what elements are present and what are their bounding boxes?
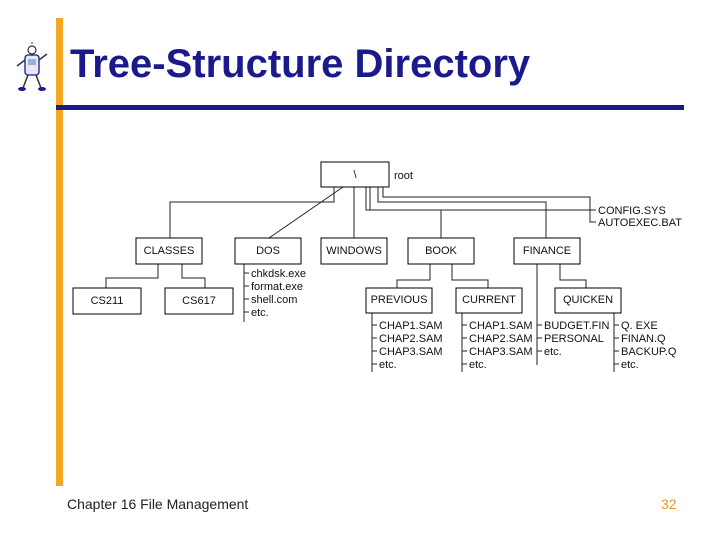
node-cs211: CS211 xyxy=(72,287,142,315)
file-item: CHAP1.SAM xyxy=(379,320,443,332)
node-root-label: \ xyxy=(353,169,357,181)
file-item: CHAP2.SAM xyxy=(379,333,443,345)
file-item: etc. xyxy=(469,359,487,371)
node-dos: DOS xyxy=(234,237,302,265)
title-underline-bar xyxy=(56,105,684,110)
node-previous: PREVIOUS xyxy=(365,287,433,314)
node-cs211-label: CS211 xyxy=(91,295,124,307)
node-root: \ xyxy=(320,161,390,188)
file-item: CHAP3.SAM xyxy=(469,346,533,358)
node-previous-label: PREVIOUS xyxy=(371,294,428,306)
node-classes: CLASSES xyxy=(135,237,203,265)
node-book-label: BOOK xyxy=(425,245,457,257)
node-quicken: QUICKEN xyxy=(554,287,622,314)
file-item: FINAN.Q xyxy=(621,333,666,345)
file-item: etc. xyxy=(379,359,397,371)
slide-title: Tree-Structure Directory xyxy=(70,42,531,86)
file-item: etc. xyxy=(251,307,269,319)
node-finance-label: FINANCE xyxy=(523,245,571,257)
node-windows: WINDOWS xyxy=(320,237,388,265)
dos-file-list: chkdsk.exe format.exe shell.com etc. xyxy=(251,268,306,319)
file-item: CHAP3.SAM xyxy=(379,346,443,358)
page-number: 32 xyxy=(661,496,677,512)
node-current: CURRENT xyxy=(455,287,523,314)
root-note: root xyxy=(394,170,413,182)
file-item: BUDGET.FIN xyxy=(544,320,609,332)
robot-mascot-icon xyxy=(14,42,50,99)
file-item: CHAP2.SAM xyxy=(469,333,533,345)
finance-file-list: BUDGET.FIN PERSONAL etc. xyxy=(544,320,609,358)
quicken-file-list: Q. EXE FINAN.Q BACKUP.Q etc. xyxy=(621,320,677,371)
file-item: PERSONAL xyxy=(544,333,604,345)
node-dos-label: DOS xyxy=(256,245,280,257)
file-item: chkdsk.exe xyxy=(251,268,306,280)
file-item: etc. xyxy=(544,346,562,358)
previous-file-list: CHAP1.SAM CHAP2.SAM CHAP3.SAM etc. xyxy=(379,320,443,371)
node-cs617: CS617 xyxy=(164,287,234,315)
node-book: BOOK xyxy=(407,237,475,265)
node-windows-label: WINDOWS xyxy=(326,245,382,257)
current-file-list: CHAP1.SAM CHAP2.SAM CHAP3.SAM etc. xyxy=(469,320,533,371)
tree-connectors xyxy=(105,186,619,372)
footer-chapter-label: Chapter 16 File Management xyxy=(67,496,249,512)
node-quicken-label: QUICKEN xyxy=(563,294,613,306)
node-finance: FINANCE xyxy=(513,237,581,265)
file-item: CHAP1.SAM xyxy=(469,320,533,332)
file-item: shell.com xyxy=(251,294,297,306)
root-file: AUTOEXEC.BAT xyxy=(598,217,682,229)
file-item: etc. xyxy=(621,359,639,371)
node-current-label: CURRENT xyxy=(462,294,516,306)
node-classes-label: CLASSES xyxy=(144,245,195,257)
node-cs617-label: CS617 xyxy=(182,295,216,307)
file-item: format.exe xyxy=(251,281,303,293)
file-item: Q. EXE xyxy=(621,320,658,332)
root-file: CONFIG.SYS xyxy=(598,205,666,217)
file-item: BACKUP.Q xyxy=(621,346,677,358)
accent-vertical-bar xyxy=(56,18,63,486)
